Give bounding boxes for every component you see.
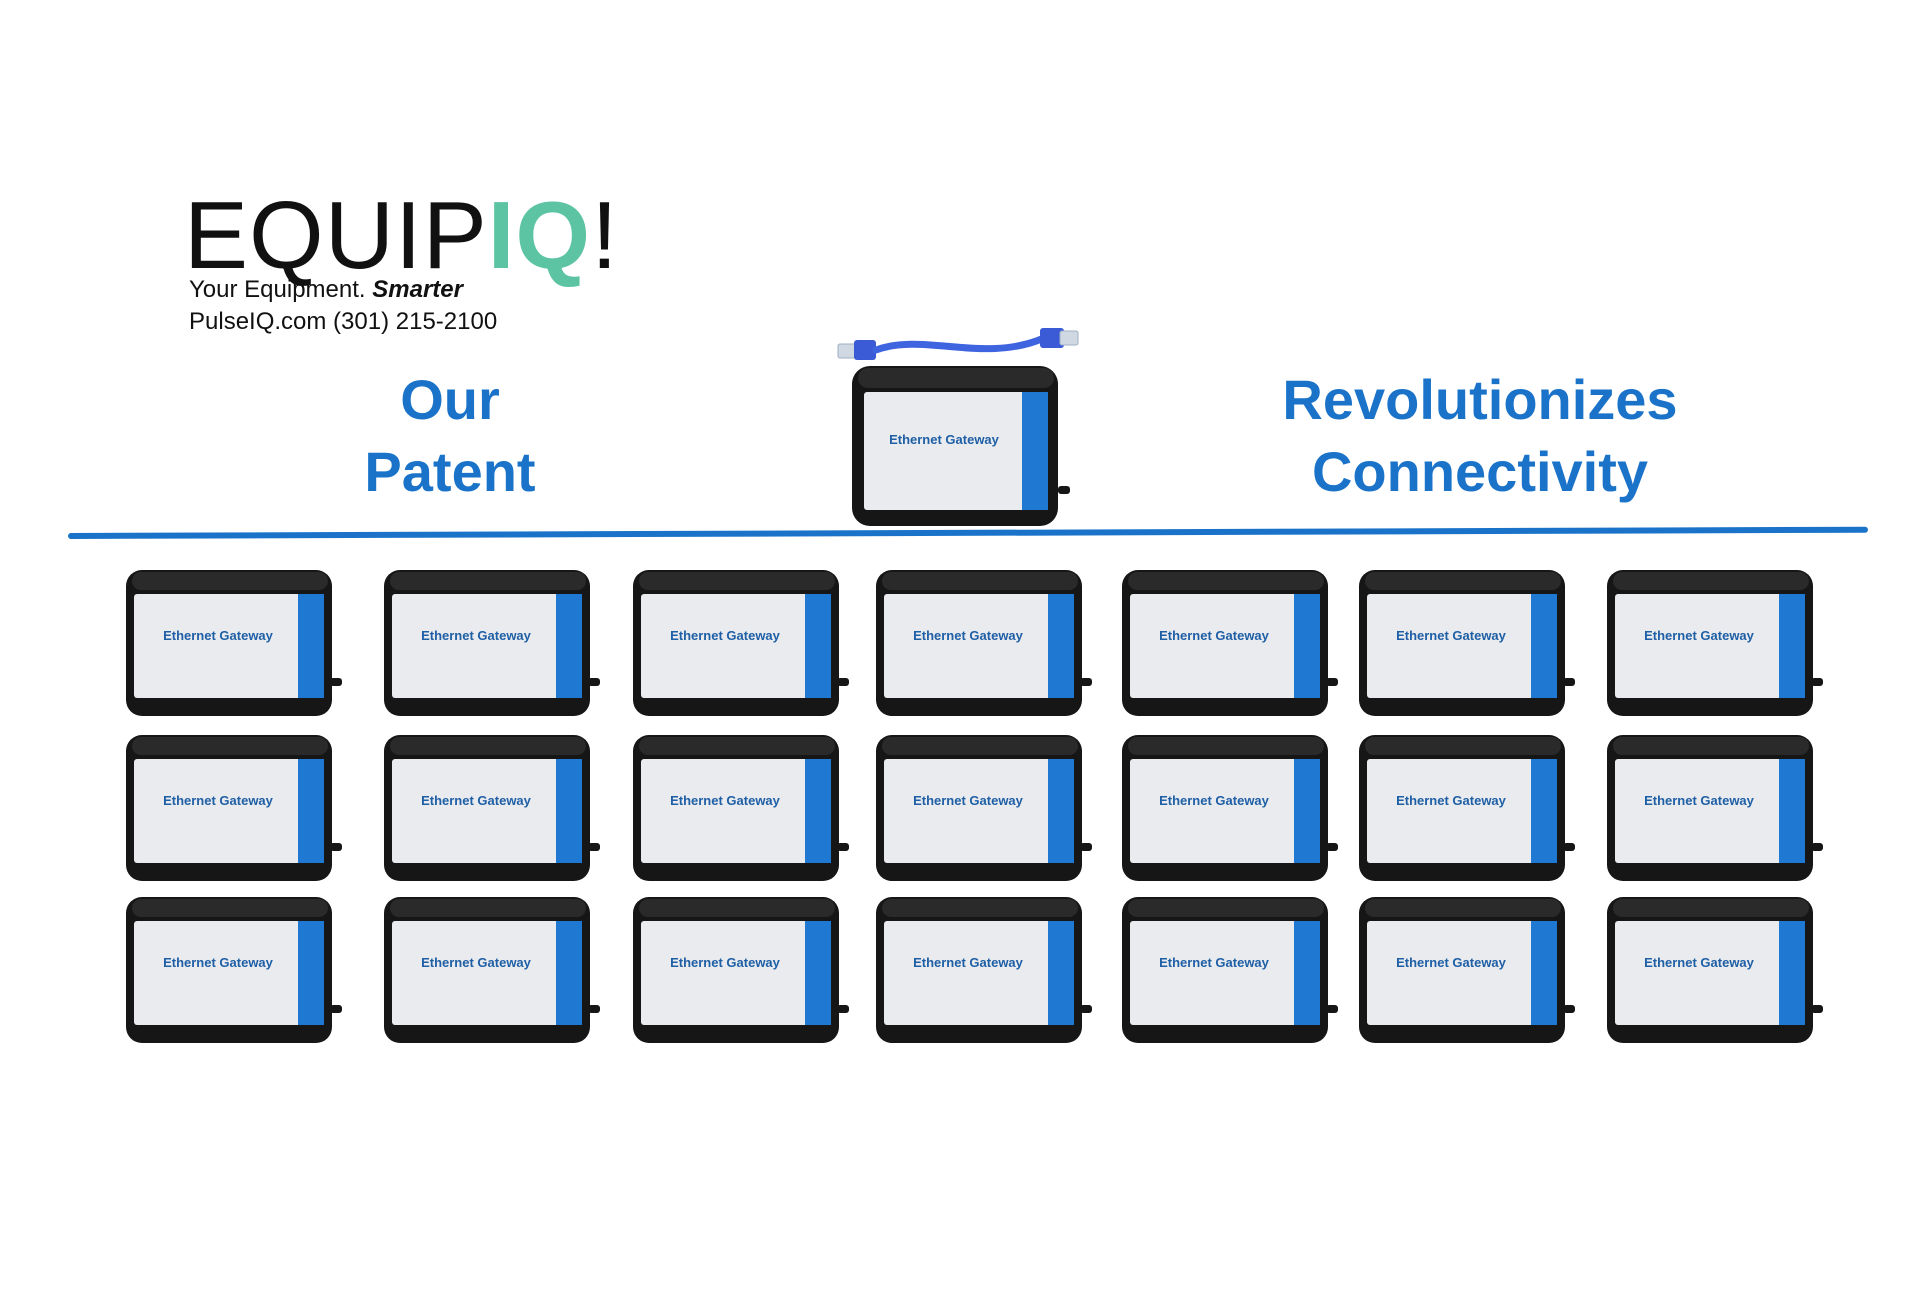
logo-prefix: EQUIP: [184, 182, 488, 289]
gateway-device: Ethernet Gateway: [1120, 733, 1340, 883]
logo-suffix: !: [591, 182, 619, 289]
gateway-device-icon: [126, 735, 342, 881]
gateway-device-icon: [1122, 735, 1338, 881]
device-label: Ethernet Gateway: [1159, 628, 1269, 643]
gateway-device: Ethernet Gateway: [1605, 733, 1825, 883]
gateway-device-icon: [1607, 735, 1823, 881]
headline-left-line1: Our: [400, 368, 500, 431]
gateway-device: Ethernet Gateway: [1357, 895, 1577, 1045]
gateway-device-icon: [876, 735, 1092, 881]
headline-right-line1: Revolutionizes: [1282, 368, 1678, 431]
gateway-device: Ethernet Gateway: [124, 733, 344, 883]
headline-right: Revolutionizes Connectivity: [1170, 364, 1790, 508]
hero-gateway-device: Ethernet Gateway: [850, 362, 1070, 526]
device-label: Ethernet Gateway: [163, 628, 273, 643]
gateway-device-icon: [1122, 897, 1338, 1043]
device-label: Ethernet Gateway: [913, 793, 1023, 808]
device-label: Ethernet Gateway: [421, 955, 531, 970]
gateway-device-icon: [384, 897, 600, 1043]
gateway-device: Ethernet Gateway: [382, 733, 602, 883]
gateway-device: Ethernet Gateway: [1120, 895, 1340, 1045]
device-label: Ethernet Gateway: [670, 793, 780, 808]
headline-left: Our Patent: [300, 364, 600, 508]
gateway-device-icon: [633, 735, 849, 881]
gateway-device: Ethernet Gateway: [124, 568, 344, 718]
gateway-device: Ethernet Gateway: [874, 733, 1094, 883]
gateway-device: Ethernet Gateway: [1357, 568, 1577, 718]
contact-info: PulseIQ.com (301) 215-2100: [189, 308, 498, 335]
device-label: Ethernet Gateway: [1644, 955, 1754, 970]
device-label: Ethernet Gateway: [163, 955, 273, 970]
gateway-device: Ethernet Gateway: [631, 568, 851, 718]
device-label: Ethernet Gateway: [1159, 955, 1269, 970]
device-label: Ethernet Gateway: [1396, 628, 1506, 643]
gateway-device: Ethernet Gateway: [382, 895, 602, 1045]
gateway-device: Ethernet Gateway: [382, 568, 602, 718]
gateway-device-icon: [126, 897, 342, 1043]
device-label: Ethernet Gateway: [1644, 628, 1754, 643]
gateway-device-icon: [876, 897, 1092, 1043]
gateway-device-icon: [1359, 570, 1575, 716]
gateway-device-icon: [633, 897, 849, 1043]
device-label: Ethernet Gateway: [1159, 793, 1269, 808]
device-label: Ethernet Gateway: [913, 955, 1023, 970]
gateway-device: Ethernet Gateway: [1120, 568, 1340, 718]
tagline: Your Equipment. Smarter: [189, 276, 463, 304]
gateway-device: Ethernet Gateway: [124, 895, 344, 1045]
gateway-device-icon: [126, 570, 342, 716]
headline-right-line2: Connectivity: [1311, 440, 1649, 503]
device-label: Ethernet Gateway: [163, 793, 273, 808]
gateway-device: Ethernet Gateway: [631, 733, 851, 883]
device-label: Ethernet Gateway: [1644, 793, 1754, 808]
gateway-device-icon: [384, 735, 600, 881]
gateway-device: Ethernet Gateway: [1605, 568, 1825, 718]
gateway-device-icon: [384, 570, 600, 716]
tagline-plain: Your Equipment.: [189, 276, 366, 303]
device-label: Ethernet Gateway: [421, 628, 531, 643]
device-label: Ethernet Gateway: [889, 432, 999, 447]
gateway-device-icon: [633, 570, 849, 716]
gateway-device-icon: [852, 366, 1070, 526]
gateway-device: Ethernet Gateway: [874, 895, 1094, 1045]
ethernet-cable-icon: [837, 328, 1079, 360]
gateway-device-icon: [1359, 735, 1575, 881]
device-label: Ethernet Gateway: [1396, 955, 1506, 970]
gateway-device: Ethernet Gateway: [874, 568, 1094, 718]
brand-logo: EQUIPIQ!: [184, 188, 619, 284]
device-label: Ethernet Gateway: [670, 955, 780, 970]
gateway-device: Ethernet Gateway: [1605, 895, 1825, 1045]
device-label: Ethernet Gateway: [670, 628, 780, 643]
gateway-device-icon: [1122, 570, 1338, 716]
gateway-device-icon: [1607, 570, 1823, 716]
tagline-emphasis: Smarter: [372, 276, 463, 303]
gateway-device-icon: [1607, 897, 1823, 1043]
gateway-device: Ethernet Gateway: [1357, 733, 1577, 883]
device-label: Ethernet Gateway: [421, 793, 531, 808]
gateway-device: Ethernet Gateway: [631, 895, 851, 1045]
device-label: Ethernet Gateway: [913, 628, 1023, 643]
gateway-device-icon: [1359, 897, 1575, 1043]
device-label: Ethernet Gateway: [1396, 793, 1506, 808]
headline-left-line2: Patent: [364, 440, 536, 503]
logo-iq: IQ: [487, 182, 592, 289]
gateway-device-icon: [876, 570, 1092, 716]
